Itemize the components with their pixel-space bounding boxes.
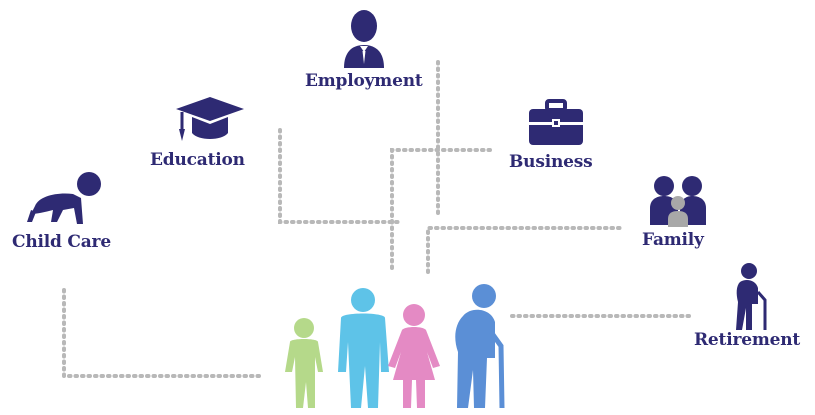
man-figure xyxy=(338,288,389,408)
woman-figure xyxy=(388,304,440,408)
family-icon xyxy=(650,176,706,227)
family-group xyxy=(275,282,515,415)
label-family: Family xyxy=(642,230,704,250)
crawling-baby-icon xyxy=(27,172,101,224)
connector-business xyxy=(390,148,492,270)
briefcase-icon xyxy=(529,99,583,145)
label-retirement: Retirement xyxy=(694,330,801,350)
label-employment: Employment xyxy=(305,71,423,91)
elder-figure xyxy=(455,284,505,409)
businessman-icon xyxy=(344,10,384,68)
label-child-care: Child Care xyxy=(12,232,111,252)
node-retirement xyxy=(732,262,772,332)
graduation-cap-icon xyxy=(176,97,244,141)
label-business: Business xyxy=(509,152,593,172)
connector-child-care xyxy=(62,288,264,378)
node-education xyxy=(174,95,244,147)
label-education: Education xyxy=(150,150,245,170)
node-child-care xyxy=(27,170,105,228)
node-family xyxy=(648,175,710,227)
connector-education xyxy=(278,128,402,224)
elderly-with-cane-icon xyxy=(736,263,767,330)
node-employment xyxy=(336,8,392,68)
connector-family xyxy=(426,226,624,274)
child-figure xyxy=(285,318,323,408)
node-business xyxy=(527,99,585,147)
family-group-icon xyxy=(285,284,505,409)
